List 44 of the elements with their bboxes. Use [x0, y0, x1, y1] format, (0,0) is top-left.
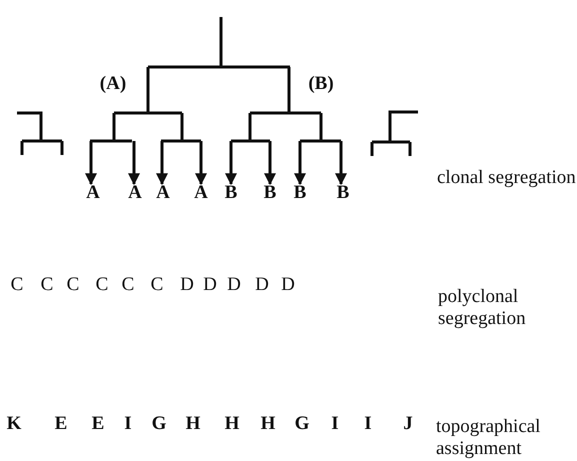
arrow [335, 141, 347, 186]
cell-letter: H [186, 414, 200, 434]
cell-letter: H [260, 414, 276, 434]
cell-letter: D [180, 275, 194, 295]
cell-letter: D [227, 275, 241, 295]
cell-letter: J [403, 414, 413, 434]
leaf-letter: A [194, 183, 208, 203]
branch-label: (A) [100, 74, 126, 94]
arrow [294, 141, 306, 186]
leaf-letter: B [224, 183, 238, 203]
row-label: polyclonal segregation [438, 286, 527, 330]
branch-label: (B) [308, 74, 334, 94]
cell-letter: K [6, 414, 22, 434]
leaf-letter: A [156, 183, 170, 203]
cell-letter: E [54, 414, 68, 434]
arrow [156, 141, 168, 186]
cell-letter: C [66, 275, 80, 295]
leaf-letter: A [86, 183, 100, 203]
cell-letter: I [364, 414, 372, 434]
row-label: topographical assignment [436, 416, 542, 460]
cell-letter: C [122, 275, 134, 295]
cell-letter: C [10, 275, 24, 295]
cell-letter: I [331, 414, 339, 434]
cell-letter: G [294, 414, 310, 434]
arrow [264, 141, 276, 186]
leaf-letter: A [128, 183, 142, 203]
arrow [195, 141, 207, 186]
cell-letter: D [255, 275, 269, 295]
arrow [85, 141, 97, 186]
cell-letter: C [40, 275, 54, 295]
cell-letter: C [150, 275, 164, 295]
arrow [128, 141, 140, 186]
leaf-letter: B [264, 183, 276, 203]
cell-letter: D [281, 275, 295, 295]
cell-letter: D [203, 275, 217, 295]
cell-letter: E [92, 414, 104, 434]
cell-letter: H [224, 414, 240, 434]
row-label: clonal segregation [437, 167, 577, 189]
cell-letter: G [152, 414, 166, 434]
cell-letter: I [124, 414, 132, 434]
leaf-letter: B [336, 183, 350, 203]
leaf-letter: B [294, 183, 306, 203]
cell-letter: C [96, 275, 108, 295]
arrow [225, 141, 237, 186]
